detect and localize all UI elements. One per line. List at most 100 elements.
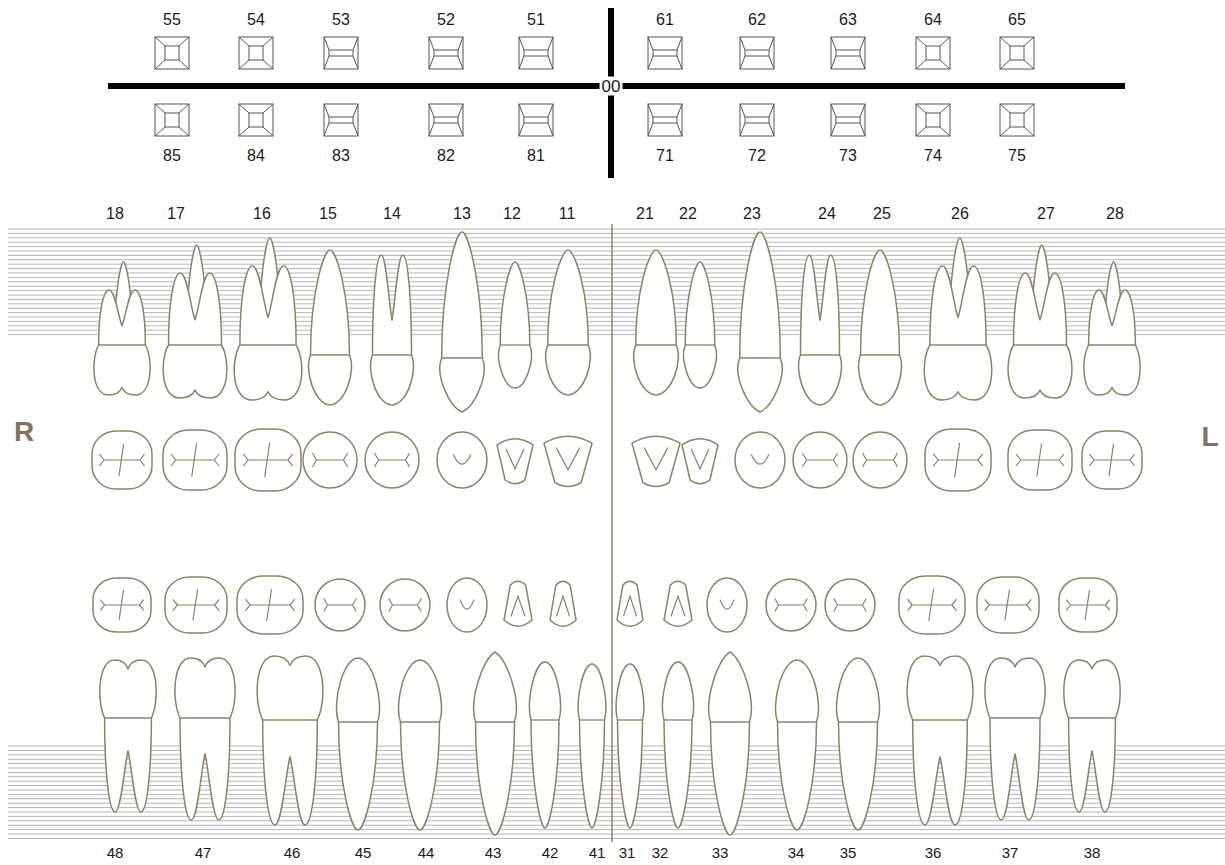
- tooth-occlusal-view: [682, 439, 718, 484]
- box-outer: [429, 37, 463, 69]
- box-inner: [165, 113, 179, 127]
- tooth-outline: [825, 579, 875, 631]
- fissure-lines: [511, 596, 525, 616]
- tooth-cej: [531, 719, 559, 720]
- tooth-number: 46: [284, 845, 301, 860]
- primary-tooth-number: 71: [656, 148, 674, 164]
- box-inner: [1010, 113, 1024, 127]
- tooth-occlusal-view: [793, 432, 847, 488]
- tooth-outline: [1064, 660, 1120, 812]
- tooth-outline: [663, 662, 694, 828]
- tooth-cej: [263, 719, 318, 720]
- tooth-occlusal-view: [825, 579, 875, 631]
- tooth-outline: [337, 658, 380, 830]
- box-inner: [249, 113, 263, 127]
- primary-tooth-box: [648, 37, 682, 69]
- tooth-cej: [1014, 344, 1067, 345]
- tooth-outline: [175, 658, 235, 820]
- side-label: L: [1201, 423, 1218, 451]
- tooth-number: 36: [925, 845, 942, 860]
- primary-tooth-number: 72: [748, 148, 766, 164]
- box-outer: [155, 104, 189, 136]
- tooth-number: 13: [453, 206, 471, 222]
- fissure-lines: [243, 443, 292, 477]
- tooth-cej: [180, 717, 230, 718]
- tooth-outline: [380, 579, 430, 631]
- fissure-lines: [671, 596, 685, 616]
- tooth-outline: [766, 579, 816, 631]
- box-outer: [155, 37, 189, 69]
- fissure-lines: [751, 454, 769, 464]
- tooth-side-view: [371, 255, 414, 405]
- primary-tooth-box: [740, 104, 774, 136]
- box-outer: [239, 104, 273, 136]
- fissure-lines: [453, 454, 471, 464]
- primary-tooth-box: [155, 37, 189, 69]
- tooth-outline: [1008, 430, 1072, 490]
- primary-tooth-number: 84: [247, 148, 265, 164]
- primary-tooth-number: 65: [1008, 12, 1026, 28]
- box-outer: [740, 37, 774, 69]
- permanent-teeth: [92, 232, 1142, 835]
- fissure-lines: [691, 449, 709, 469]
- box-diagonals: [1000, 104, 1034, 136]
- box-inner: [745, 117, 769, 123]
- box-inner: [653, 117, 677, 123]
- primary-tooth-number: 75: [1008, 148, 1026, 164]
- tooth-number: 31: [619, 845, 636, 860]
- tooth-outline: [735, 432, 785, 488]
- tooth-occlusal-view: [550, 581, 576, 626]
- tooth-cej: [99, 344, 146, 345]
- primary-tooth-box: [239, 104, 273, 136]
- primary-tooth-number: 74: [924, 148, 942, 164]
- box-outer: [740, 104, 774, 136]
- tooth-side-view: [234, 238, 302, 400]
- primary-tooth-number: 81: [527, 148, 545, 164]
- tooth-outline: [709, 652, 752, 835]
- box-diagonals: [519, 37, 553, 69]
- fissure-lines: [557, 596, 570, 616]
- tooth-outline: [578, 664, 606, 828]
- tooth-cej: [740, 357, 781, 358]
- tooth-cej: [664, 719, 692, 720]
- tooth-number: 28: [1106, 206, 1124, 222]
- tooth-side-view: [634, 250, 679, 395]
- fissure-lines: [933, 443, 983, 477]
- tooth-outline: [776, 660, 819, 830]
- tooth-cej: [105, 717, 152, 718]
- tooth-side-view: [440, 232, 484, 412]
- tooth-outline: [977, 577, 1039, 633]
- fissure-lines: [1090, 444, 1135, 476]
- tooth-number: 33: [712, 845, 729, 860]
- fissure-lines: [171, 444, 219, 477]
- tooth-outline: [447, 578, 487, 632]
- primary-chart: [108, 8, 1125, 178]
- hatch-line: [8, 838, 1225, 839]
- box-inner: [1010, 46, 1024, 60]
- tooth-cej: [801, 354, 840, 355]
- tooth-outline: [799, 255, 842, 405]
- primary-tooth-box: [239, 37, 273, 69]
- box-outer: [519, 37, 553, 69]
- box-inner: [836, 50, 860, 56]
- tooth-outline: [92, 431, 152, 489]
- tooth-number: 27: [1037, 206, 1055, 222]
- tooth-outline: [94, 290, 150, 395]
- tooth-cej: [373, 354, 412, 355]
- primary-tooth-number: 55: [163, 12, 181, 28]
- tooth-occlusal-view: [437, 432, 487, 488]
- tooth-outline: [985, 658, 1045, 820]
- tooth-side-view: [738, 232, 782, 412]
- box-diagonals: [648, 104, 682, 136]
- tooth-outline: [309, 250, 352, 405]
- box-inner: [524, 117, 548, 123]
- box-diagonals: [740, 104, 774, 136]
- tooth-outline: [632, 436, 680, 486]
- tooth-cej: [990, 717, 1040, 718]
- tooth-occlusal-view: [544, 436, 592, 486]
- tooth-number: 24: [818, 206, 836, 222]
- hatch-line: [8, 237, 1225, 238]
- tooth-occlusal-view: [853, 432, 907, 488]
- box-diagonals: [429, 37, 463, 69]
